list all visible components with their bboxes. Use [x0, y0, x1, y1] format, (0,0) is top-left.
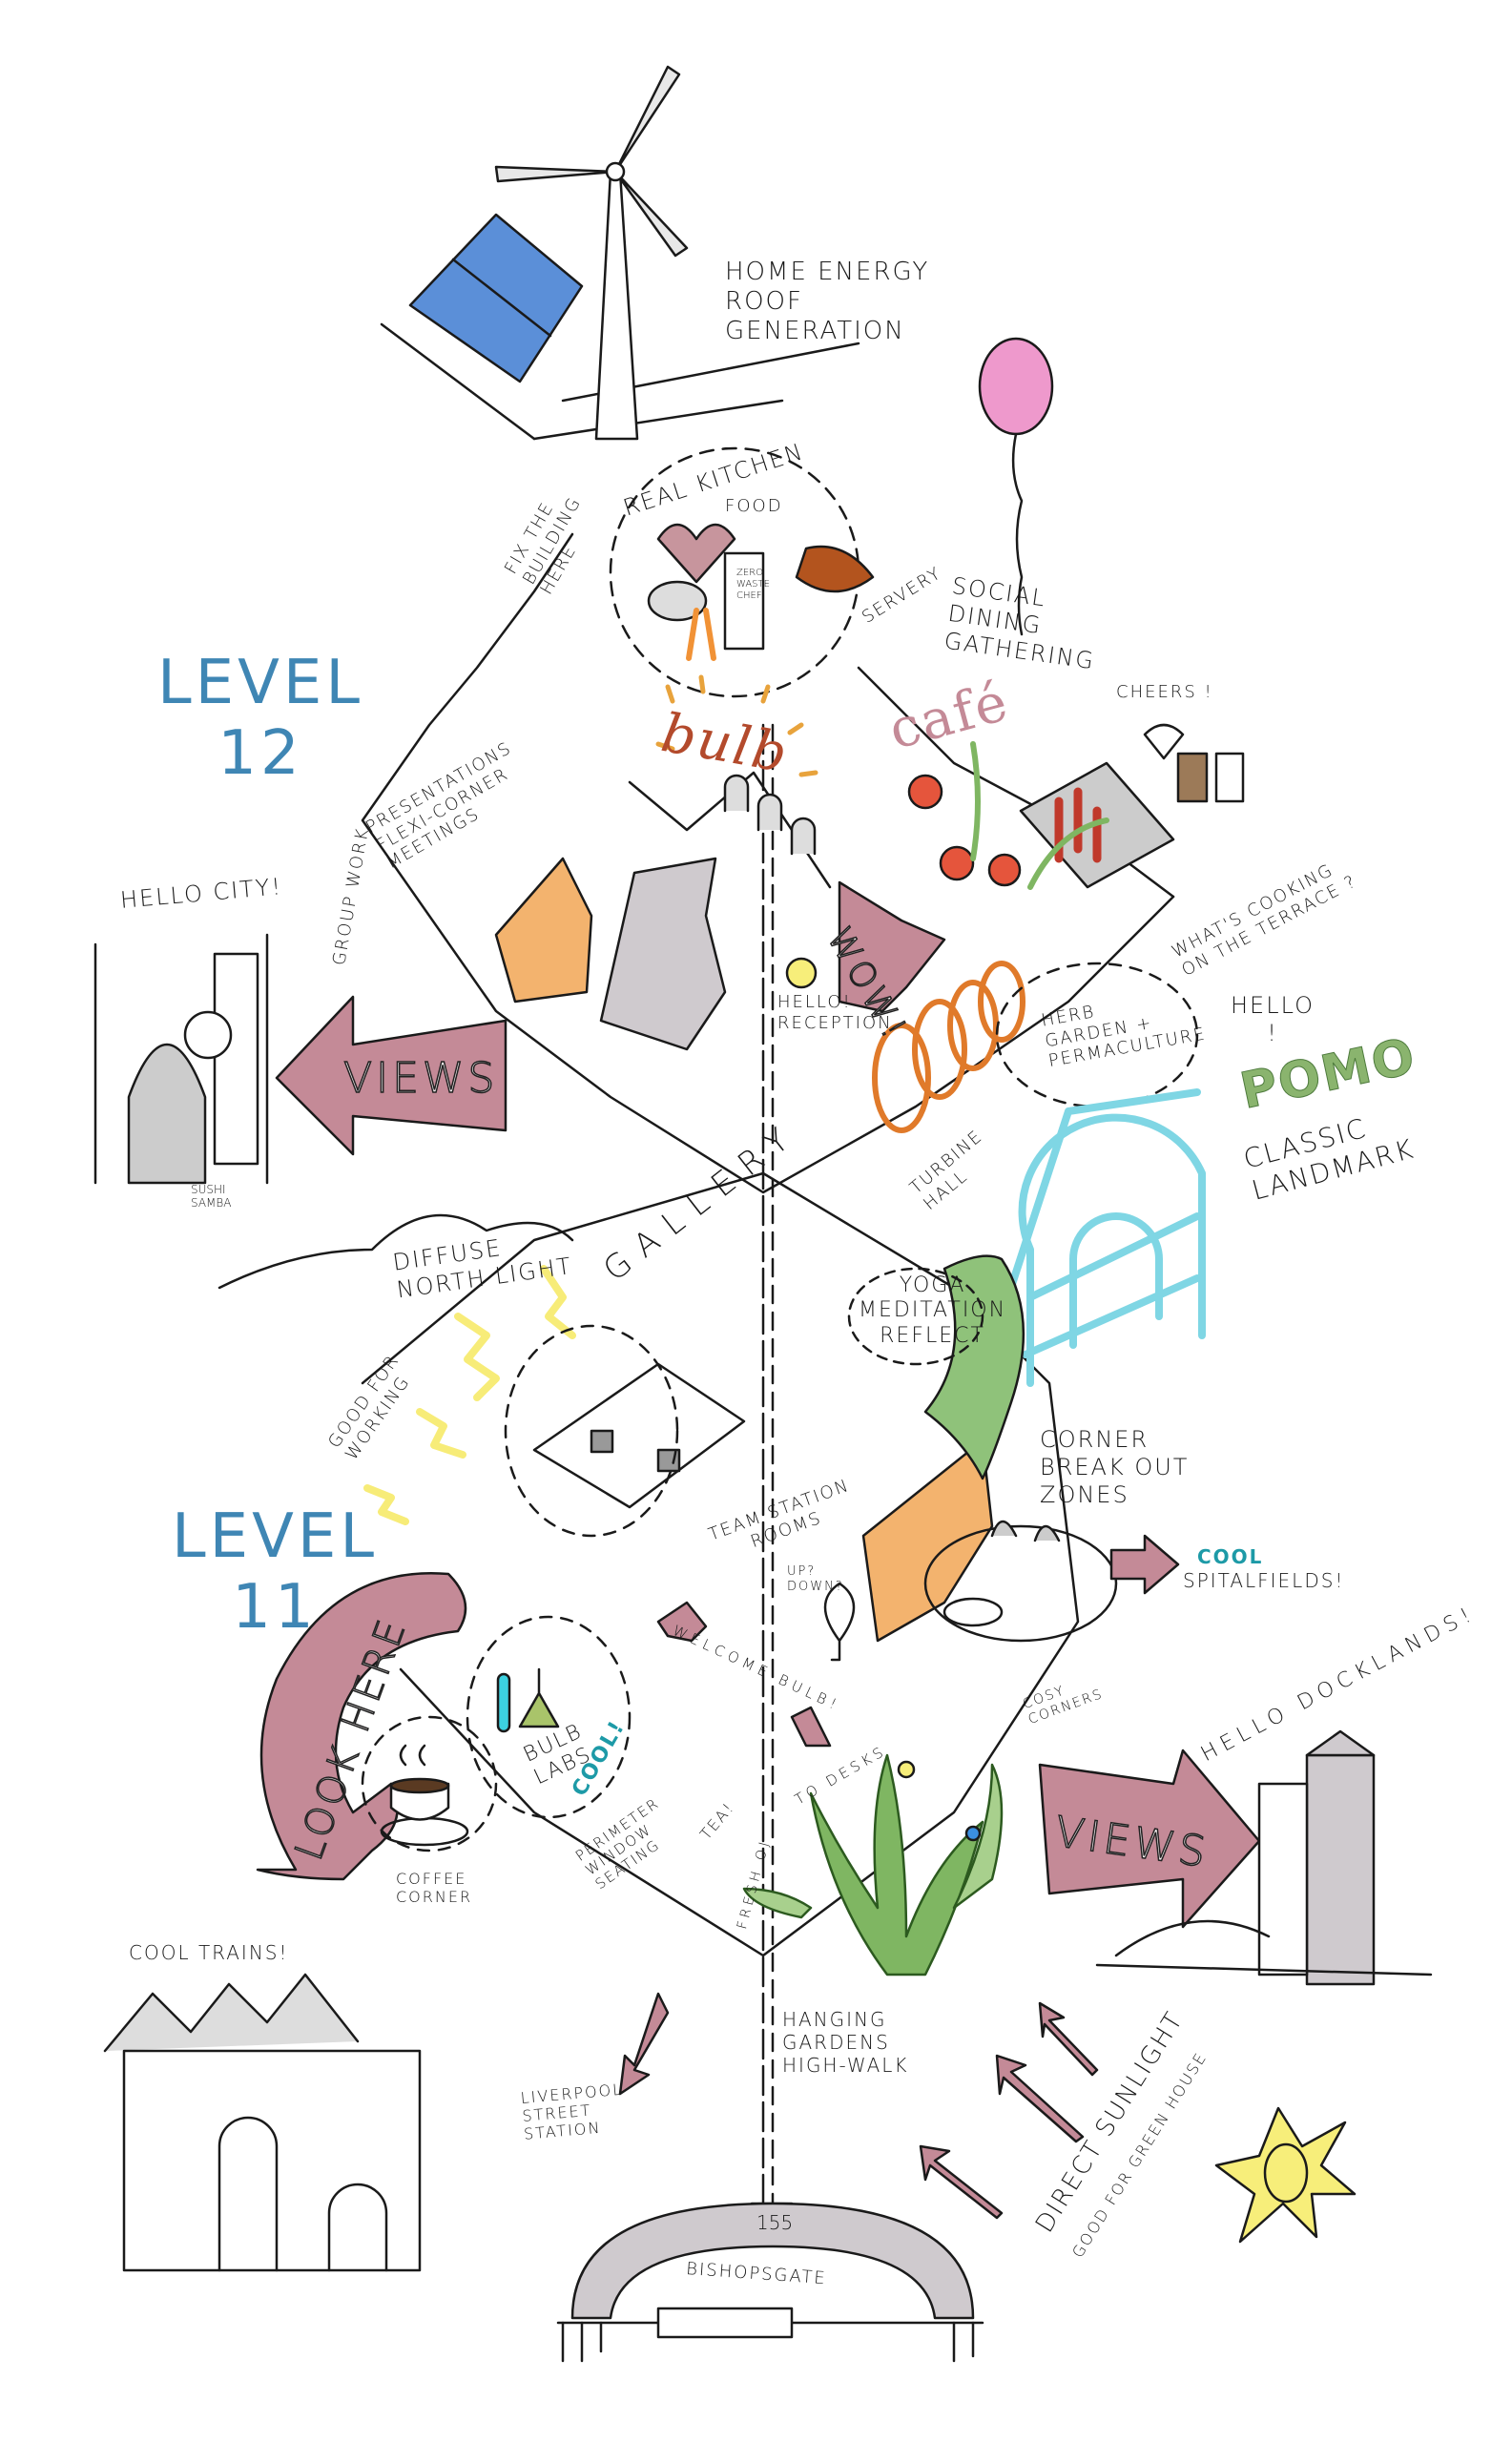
cool-trains-label: COOL TRAINS!	[129, 1941, 289, 1964]
level-12-heading: LEVEL 12	[157, 648, 363, 789]
lab-flask-icon	[466, 1615, 632, 1819]
light-squiggles	[363, 1265, 576, 1525]
floor-plate-outlines	[361, 532, 1175, 1957]
reception-label: HELLO! RECEPTION	[777, 992, 893, 1033]
coffee-corner-label: COFFEE CORNER	[396, 1870, 473, 1907]
wow-arrow	[838, 880, 946, 1013]
yoga-circle	[847, 1267, 984, 1366]
gallery-rug	[599, 857, 727, 1051]
up-down-label: UP? DOWN?	[787, 1564, 844, 1594]
bishopsgate-arch	[556, 2202, 984, 2363]
hanging-gardens-label: HANGING GARDENS HIGH-WALK	[782, 2008, 909, 2077]
hills-sketch	[217, 1213, 574, 1290]
coffee-cup-icon	[361, 1715, 498, 1852]
sunlight-arrow	[995, 2054, 1085, 2143]
desks-illustration	[504, 1324, 746, 1538]
liverpool-street-label: LIVERPOOL STREET STATION	[520, 2080, 624, 2144]
liverpool-arrow	[618, 1992, 670, 2096]
pomo-landmark-illustration	[998, 1088, 1206, 1387]
cool-spitalfields-label: COOL	[1197, 1545, 1264, 1568]
smiley-icon	[785, 957, 818, 989]
sushi-samba-sign: SUSHI SAMBA	[191, 1183, 232, 1211]
sun-icon	[1214, 2106, 1357, 2244]
city-skyline-left	[93, 933, 269, 1185]
flower-icon	[897, 1760, 916, 1779]
level-11-heading: LEVEL 11	[172, 1501, 378, 1643]
kitchen-illustration	[609, 446, 875, 698]
spitalfields-label: SPITALFIELDS!	[1183, 1569, 1345, 1592]
zero-waste-label: ZERO WASTE CHEF	[736, 568, 770, 601]
flower-icon	[964, 1825, 982, 1842]
views-left-arrow	[275, 995, 507, 1156]
docklands-skyline	[1095, 1729, 1433, 1986]
yoga-label: YOGA MEDITATION REFLECT	[859, 1273, 1007, 1348]
corner-breakout-label: CORNER BREAK OUT ZONES	[1040, 1426, 1190, 1508]
cheers-label: CHEERS !	[1116, 682, 1213, 702]
small-pink-arrow	[790, 1706, 832, 1748]
small-pink-arrow	[656, 1601, 708, 1643]
turbine-hall-rings	[872, 961, 1025, 1133]
balloon-icon	[978, 337, 1054, 636]
bulb-entrance-illustration	[628, 674, 832, 889]
orange-partition-level11	[861, 1438, 994, 1643]
views-right-arrow	[1038, 1749, 1261, 1929]
central-axis	[761, 723, 775, 2225]
green-ribbon	[923, 1254, 1025, 1480]
wind-turbine-icon	[494, 65, 689, 441]
views-left-label: VIEWS	[342, 1053, 499, 1103]
roof-energy-label: HOME ENERGY ROOF GENERATION	[725, 258, 930, 346]
look-here-arrow	[256, 1572, 467, 1881]
building-number: 155	[756, 2211, 794, 2234]
sunlight-arrow	[919, 2144, 1004, 2220]
spitalfields-arrow	[1109, 1534, 1180, 1595]
solar-panel-icon	[380, 213, 860, 441]
sunlight-arrow	[1038, 2001, 1099, 2077]
food-heart-label: FOOD	[725, 496, 783, 516]
hello-pomo-label: HELLO !	[1231, 992, 1315, 1046]
hanging-garden-plants	[742, 1753, 1004, 1976]
terrace-garden-illustration	[907, 723, 1245, 890]
light-bulb-icon	[823, 1582, 856, 1662]
train-station-illustration	[103, 1973, 422, 2272]
breakout-zone-illustration	[923, 1520, 1118, 1643]
orange-partition	[494, 857, 593, 1004]
